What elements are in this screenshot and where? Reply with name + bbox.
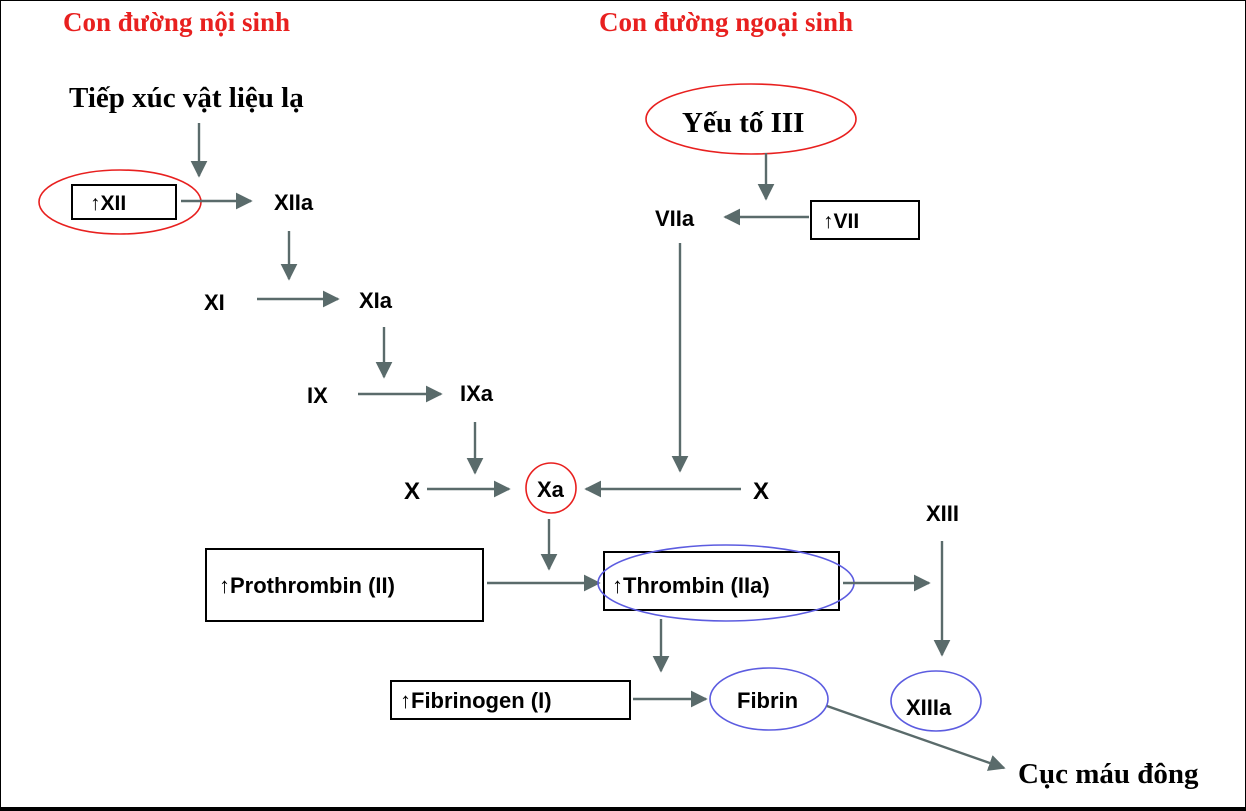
highlight-oval-factor-iii <box>645 83 857 155</box>
node-xi: XI <box>204 290 225 315</box>
box-vii <box>810 200 920 240</box>
node-x-right: X <box>753 478 769 505</box>
node-x-left: X <box>404 478 420 505</box>
node-xiii: XIII <box>926 501 959 526</box>
node-xiia: XIIa <box>274 190 314 215</box>
box-fibrinogen <box>390 680 631 720</box>
box-prothrombin <box>205 548 484 622</box>
node-vii: ↑VII <box>823 210 859 233</box>
highlight-oval-xiiia <box>890 670 982 732</box>
node-contact-foreign-material: Tiếp xúc vật liệu lạ <box>69 82 304 114</box>
box-thrombin <box>603 551 840 611</box>
node-fibrinogen: ↑Fibrinogen (I) <box>400 688 552 713</box>
heading-intrinsic-pathway: Con đường nội sinh <box>63 7 290 37</box>
node-thrombin: ↑Thrombin (IIa) <box>612 573 770 598</box>
node-factor-iii: Yếu tố III <box>682 107 804 139</box>
arrow-fibrin-to-clot <box>826 704 1006 771</box>
highlight-circle-xa <box>525 462 577 514</box>
node-ixa: IXa <box>460 381 494 406</box>
node-fibrin: Fibrin <box>737 688 798 713</box>
highlight-oval-fibrin <box>709 667 829 731</box>
node-ix: IX <box>307 383 328 408</box>
node-clot: Cục máu đông <box>1018 758 1199 790</box>
node-xii: ↑XII <box>90 192 126 215</box>
node-xiiia: XIIIa <box>906 695 952 720</box>
heading-extrinsic-pathway: Con đường ngoại sinh <box>599 7 853 37</box>
node-viia: VIIa <box>655 206 695 231</box>
node-prothrombin: ↑Prothrombin (II) <box>219 573 395 598</box>
node-xia: XIa <box>359 288 393 313</box>
box-xii <box>71 184 177 220</box>
node-xa: Xa <box>537 477 565 502</box>
